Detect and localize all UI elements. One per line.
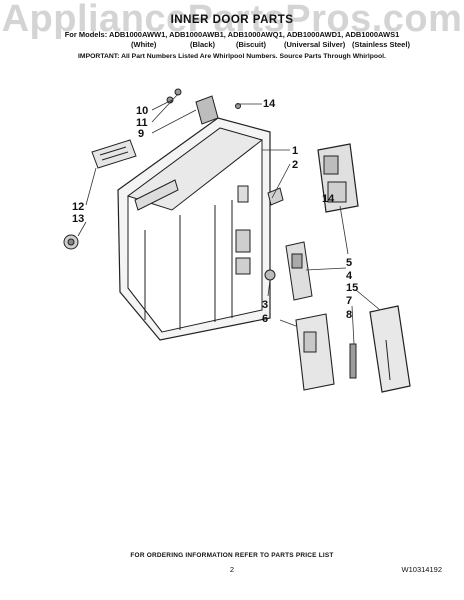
spring-rod: [349, 343, 357, 379]
page-title: INNER DOOR PARTS: [170, 14, 294, 26]
callout-labels: 10 11 9 14 1 2 12 13 14 5 4 3 15 7 6 8: [72, 98, 358, 325]
document-number: W10314192: [401, 565, 442, 574]
model-list: For Models: ADB1000AWW1, ADB1000AWB1, AD…: [64, 30, 400, 39]
important-note: IMPORTANT: All Part Numbers Listed Are W…: [78, 53, 386, 60]
color-list: (White) (Black) (Biscuit) (Universal Sil…: [0, 40, 464, 52]
latch-bracket: [295, 313, 335, 391]
callout-11: 11: [136, 117, 148, 129]
callout-13: 13: [72, 213, 84, 225]
callout-6: 6: [262, 313, 268, 325]
color-stainless-steel: (Stainless Steel): [352, 40, 410, 49]
color-universal-silver: (Universal Silver): [284, 40, 346, 49]
callout-15: 15: [346, 282, 358, 294]
color-black: (Black): [190, 40, 216, 49]
callout-10: 10: [136, 105, 148, 117]
callout-2: 2: [292, 159, 298, 171]
callout-7: 7: [346, 295, 352, 307]
hinge-cap: [195, 95, 219, 125]
callout-4: 4: [346, 270, 353, 282]
inner-door-panel: [117, 117, 271, 341]
side-cover: [369, 305, 411, 393]
page-number: 2: [229, 565, 235, 574]
callout-8: 8: [346, 309, 352, 321]
callout-3: 3: [262, 299, 268, 311]
callout-1: 1: [292, 145, 298, 157]
callout-14-module: 14: [322, 193, 335, 205]
callout-14-top: 14: [263, 98, 276, 110]
callout-12: 12: [72, 201, 84, 213]
color-biscuit: (Biscuit): [236, 40, 266, 49]
handle-bracket: [91, 139, 137, 169]
round-part: [264, 269, 276, 281]
door-knob: [63, 234, 79, 250]
callout-5: 5: [346, 257, 352, 269]
control-module: [317, 143, 359, 213]
leader-lines: [77, 93, 381, 345]
callout-9: 9: [138, 128, 144, 140]
color-white: (White): [131, 40, 157, 49]
ordering-note: FOR ORDERING INFORMATION REFER TO PARTS …: [130, 552, 334, 559]
latch-assembly: [285, 241, 313, 301]
